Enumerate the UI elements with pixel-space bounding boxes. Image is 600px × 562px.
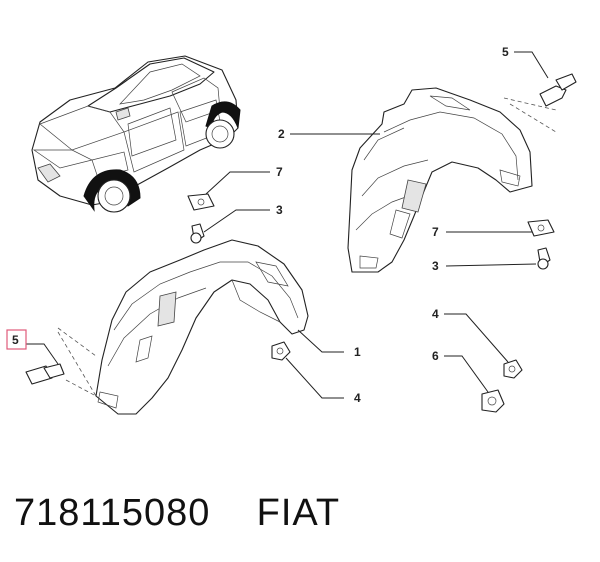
leader-lines: [26, 51, 557, 399]
brand-name: FIAT: [256, 492, 341, 534]
callout-3-left: 3: [276, 203, 283, 217]
callout-6: 6: [432, 349, 439, 363]
part-3-screw-left: [190, 223, 205, 244]
callout-1: 1: [354, 345, 361, 359]
part-7-nut-right: [527, 219, 555, 237]
part-7-nut-left: [187, 193, 215, 211]
callout-3-right: 3: [432, 259, 439, 273]
part-5-clip-left: [25, 363, 97, 397]
callout-4-right: 4: [432, 307, 439, 321]
callout-7-left: 7: [276, 165, 283, 179]
callout-5-top: 5: [502, 45, 509, 59]
part-number: 718115080: [14, 492, 211, 534]
part-6-grommet: [481, 389, 505, 413]
callout-4-left: 4: [354, 391, 361, 405]
car-illustration: [31, 55, 241, 213]
part-3-screw-right: [537, 247, 551, 270]
callout-7-right: 7: [432, 225, 439, 239]
callout-5-left: 5: [12, 333, 19, 347]
part-4-nut-left: [271, 341, 291, 361]
part-1-front-liner: [95, 239, 309, 415]
callout-2: 2: [278, 127, 285, 141]
part-2-rear-liner: [347, 87, 533, 273]
part-4-nut-right: [503, 359, 523, 379]
highlight-box: [6, 329, 27, 350]
part-5-clip-top: [509, 73, 577, 133]
part-number-caption: 718115080 FIAT: [14, 492, 340, 535]
